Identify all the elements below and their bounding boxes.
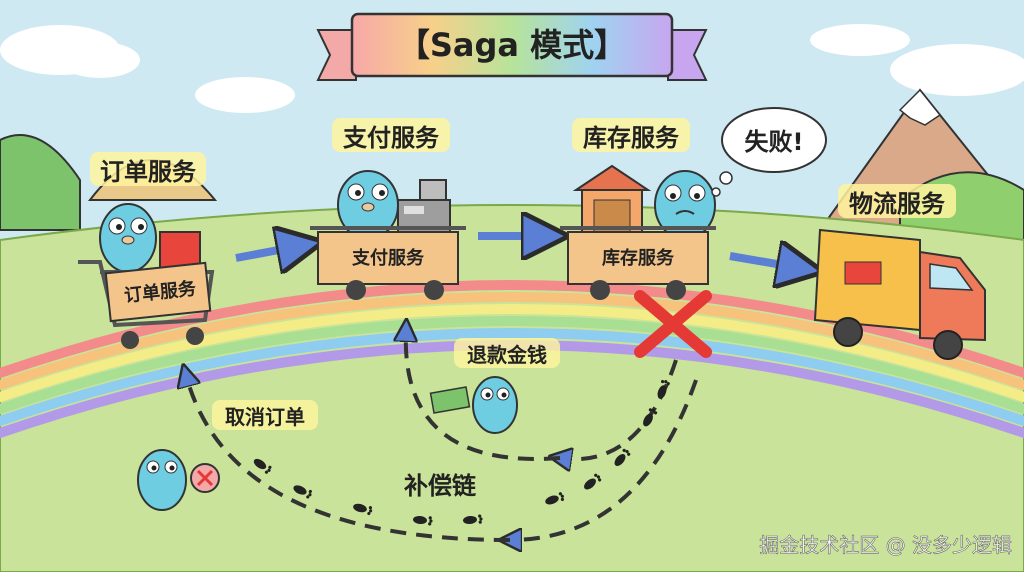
compensate-inventory-to-payment	[560, 359, 678, 459]
clouds	[0, 24, 1024, 113]
logistics-service: 物流服务	[813, 184, 986, 360]
compensation-chain	[186, 330, 698, 542]
failure-thought-bubble: 失败!	[711, 107, 827, 197]
watermark: 掘金技术社区 @ 没多少逻辑	[759, 533, 1012, 557]
order-cart: 订单服务	[78, 260, 215, 349]
flow-arrow-inventory-to-logistics	[729, 256, 800, 268]
flow-arrow-order-to-payment	[235, 246, 300, 258]
compensate-chain-outer	[510, 379, 698, 540]
inventory-cart-label: 库存服务	[602, 247, 675, 269]
payment-cart-label: 支付服务	[351, 247, 425, 269]
payment-cart: 支付服务	[310, 226, 466, 300]
inventory-service: 库存服务 失败! 库存服务	[560, 107, 827, 358]
page-title: 【Saga 模式】	[398, 26, 626, 64]
order-gopher	[99, 203, 157, 273]
inventory-service-label: 库存服务	[583, 124, 680, 152]
title-banner: 【Saga 模式】	[316, 12, 708, 81]
inventory-cart: 库存服务	[560, 226, 716, 300]
payment-service: 支付服务 支付服务	[310, 118, 466, 300]
compensation-chain-label: 补偿链	[404, 472, 477, 500]
warehouse-icon	[572, 164, 652, 233]
logistics-service-label: 物流服务	[849, 190, 946, 218]
refund-gopher	[429, 376, 518, 434]
inventory-gopher-sad	[654, 170, 716, 240]
order-service-label: 订单服务	[100, 158, 197, 186]
payment-service-label: 支付服务	[343, 124, 440, 152]
failure-x-icon	[634, 290, 712, 358]
delivery-truck-icon	[813, 228, 986, 360]
compensate-cancel-order	[186, 375, 511, 542]
order-service: 订单服务 订单服务	[78, 152, 215, 349]
compensate-payment-refund	[406, 330, 561, 461]
cancel-order-label: 取消订单	[225, 405, 305, 429]
failure-bubble-text: 失败!	[745, 128, 804, 156]
money-icon	[429, 386, 471, 414]
refund-label: 退款金钱	[467, 343, 547, 367]
payment-gopher	[337, 170, 399, 240]
cancel-gopher	[137, 449, 220, 511]
